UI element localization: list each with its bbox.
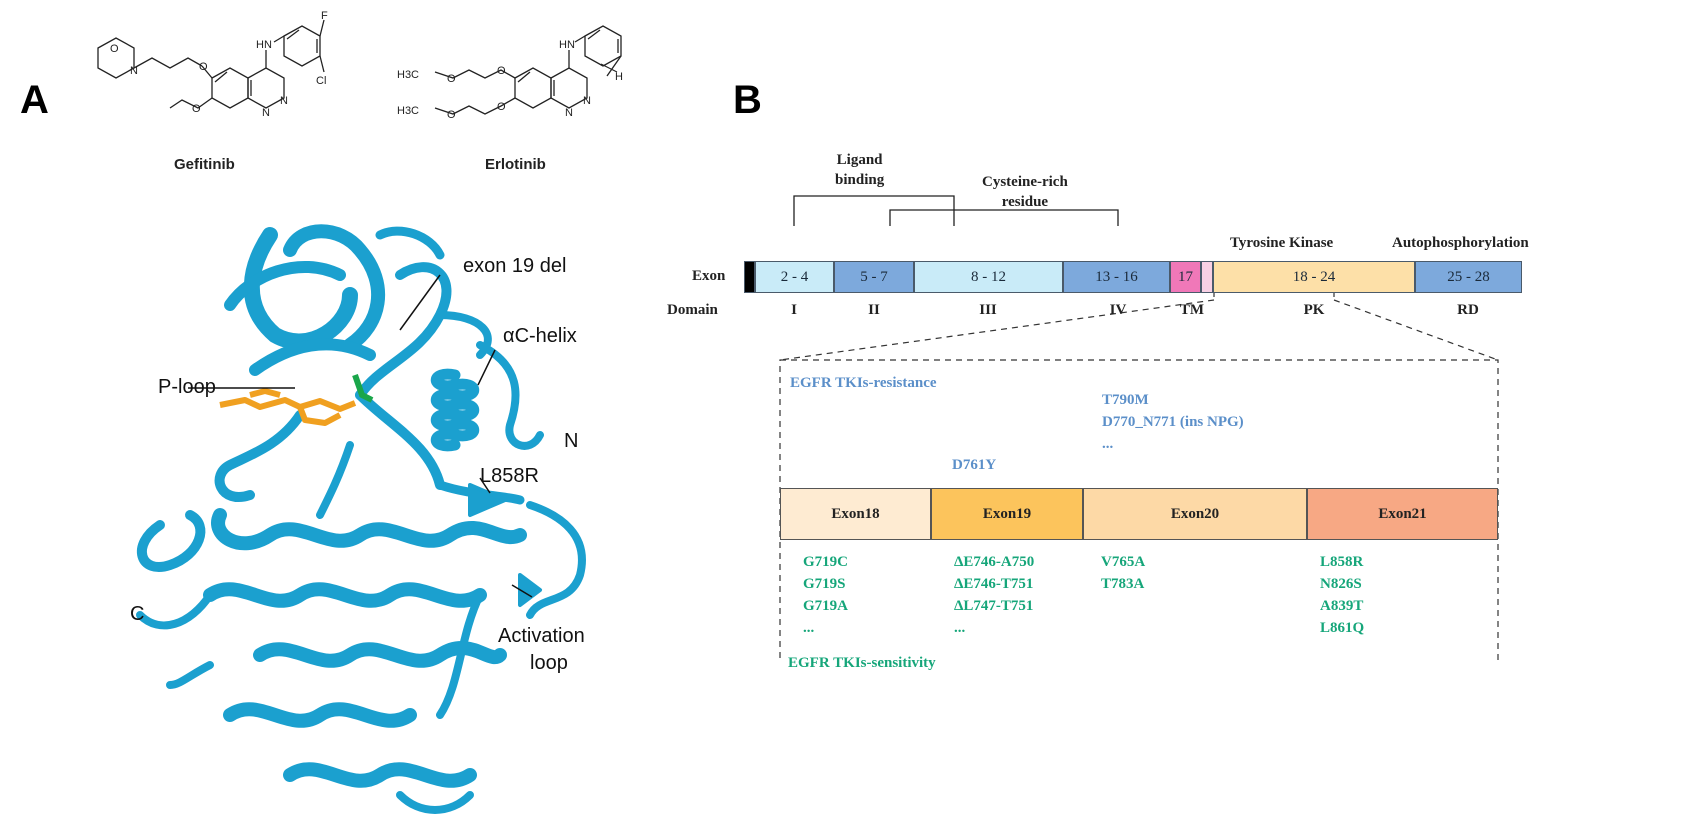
erl-n2: N xyxy=(565,107,573,119)
label-activation-loop-1: Activation xyxy=(498,625,585,647)
gef-n2: N xyxy=(280,95,288,107)
egfr-kinase-structure xyxy=(136,224,586,814)
resistance-exon20-list: T790M D770_N771 (ins NPG) ... xyxy=(1102,389,1244,455)
sensitivity-item: N826S xyxy=(1320,576,1362,592)
sensitivity-title: EGFR TKIs-sensitivity xyxy=(788,655,936,671)
erl-o3: O xyxy=(497,65,506,77)
gef-o2: O xyxy=(199,61,208,73)
domain-RD: RD xyxy=(1457,302,1479,318)
domain-PK: PK xyxy=(1303,302,1325,318)
header-cysteine-line2: residue xyxy=(1001,194,1049,210)
exon-segment-18-24: 18 - 24 xyxy=(1213,261,1415,293)
drug-name-gefitinib: Gefitinib xyxy=(174,156,235,173)
gef-n3: N xyxy=(262,107,270,119)
erl-o2: O xyxy=(447,109,456,121)
header-ligand-binding-line2: binding xyxy=(835,172,885,188)
label-ac-helix: αC-helix xyxy=(503,325,577,347)
header-cysteine-rich: Cysteine-rich residue xyxy=(982,172,1068,212)
erl-n1: N xyxy=(583,95,591,107)
sensitivity-exon19-list: ΔE746-A750 ΔE746-T751 ΔL747-T751 ... xyxy=(954,551,1034,639)
exon20-box: Exon20 xyxy=(1083,488,1307,540)
exon-segment-5-7: 5 - 7 xyxy=(834,261,914,293)
gef-f: F xyxy=(321,10,328,22)
sensitivity-item: ... xyxy=(803,620,815,636)
header-ligand-binding: Ligand binding xyxy=(835,150,884,190)
domain-TM: TM xyxy=(1179,302,1205,318)
sensitivity-item: G719C xyxy=(803,554,848,570)
sensitivity-item: V765A xyxy=(1101,554,1146,570)
resistance-exon19: D761Y xyxy=(952,457,997,473)
exon-segment-2-4: 2 - 4 xyxy=(755,261,834,293)
sensitivity-exon20-list: V765A T783A xyxy=(1101,551,1145,595)
domain-III: III xyxy=(979,302,997,318)
label-p-loop: P-loop xyxy=(158,376,216,398)
label-exon19-del: exon 19 del xyxy=(463,255,567,277)
resistance-item: T790M xyxy=(1102,392,1149,408)
sensitivity-item: ... xyxy=(954,620,966,636)
exon-segment-25-28: 25 - 28 xyxy=(1415,261,1522,293)
panel-a-letter: A xyxy=(20,78,49,122)
panel-b-letter: B xyxy=(733,78,762,122)
exon18-box: Exon18 xyxy=(780,488,931,540)
drug-name-erlotinib: Erlotinib xyxy=(485,156,546,173)
erlotinib-structure: H3C H3C O O O O N N HN H xyxy=(397,25,623,121)
erl-o4: O xyxy=(497,101,506,113)
domain-I: I xyxy=(791,302,797,318)
exon19-box: Exon19 xyxy=(931,488,1083,540)
exon-segment-13-16: 13 - 16 xyxy=(1063,261,1170,293)
gef-o3: O xyxy=(192,103,201,115)
row-label-domain: Domain xyxy=(667,302,718,318)
label-c-terminus: C xyxy=(130,603,145,625)
sensitivity-item: L861Q xyxy=(1320,620,1365,636)
gefitinib-structure: O N O O N N HN F Cl xyxy=(97,10,328,119)
label-l858r: L858R xyxy=(480,465,539,487)
sensitivity-item: A839T xyxy=(1320,598,1364,614)
sensitivity-item: G719S xyxy=(803,576,846,592)
sensitivity-exon21-list: L858R N826S A839T L861Q xyxy=(1320,551,1364,639)
exon-segment-8-12: 8 - 12 xyxy=(914,261,1063,293)
sensitivity-item: G719A xyxy=(803,598,848,614)
erl-hn: HN xyxy=(559,39,575,51)
erl-h: H xyxy=(615,71,623,83)
domain-IV: IV xyxy=(1109,302,1127,318)
resistance-title: EGFR TKIs-resistance xyxy=(790,375,937,391)
sensitivity-item: L858R xyxy=(1320,554,1364,570)
label-n-terminus: N xyxy=(564,430,579,452)
gef-hn: HN xyxy=(256,39,272,51)
resistance-item: ... xyxy=(1102,436,1114,452)
gef-n1: N xyxy=(130,65,138,77)
sensitivity-item: T783A xyxy=(1101,576,1145,592)
resistance-item: D770_N771 (ins NPG) xyxy=(1102,414,1244,430)
gef-cl: Cl xyxy=(316,75,326,87)
erl-o1: O xyxy=(447,73,456,85)
sensitivity-item: ΔE746-A750 xyxy=(954,554,1035,570)
exon21-box: Exon21 xyxy=(1307,488,1498,540)
label-activation-loop-2: loop xyxy=(530,652,568,674)
header-autophosphorylation: Autophosphorylation xyxy=(1392,235,1529,251)
sensitivity-exon18-list: G719C G719S G719A ... xyxy=(803,551,848,639)
header-cysteine-line1: Cysteine-rich xyxy=(982,174,1068,190)
sensitivity-item: ΔL747-T751 xyxy=(954,598,1034,614)
erl-h3c-1: H3C xyxy=(397,69,419,81)
domain-II: II xyxy=(868,302,880,318)
header-tyrosine-kinase: Tyrosine Kinase xyxy=(1230,235,1334,251)
sensitivity-item: ΔE746-T751 xyxy=(954,576,1034,592)
gef-o1: O xyxy=(110,43,119,55)
exon-segment-tm-linker xyxy=(1201,261,1213,293)
erl-h3c-2: H3C xyxy=(397,105,419,117)
header-ligand-binding-line1: Ligand xyxy=(836,152,883,168)
row-label-exon: Exon xyxy=(692,268,726,284)
exon-segment-17: 17 xyxy=(1170,261,1201,293)
exon-segment-signal xyxy=(744,261,755,293)
